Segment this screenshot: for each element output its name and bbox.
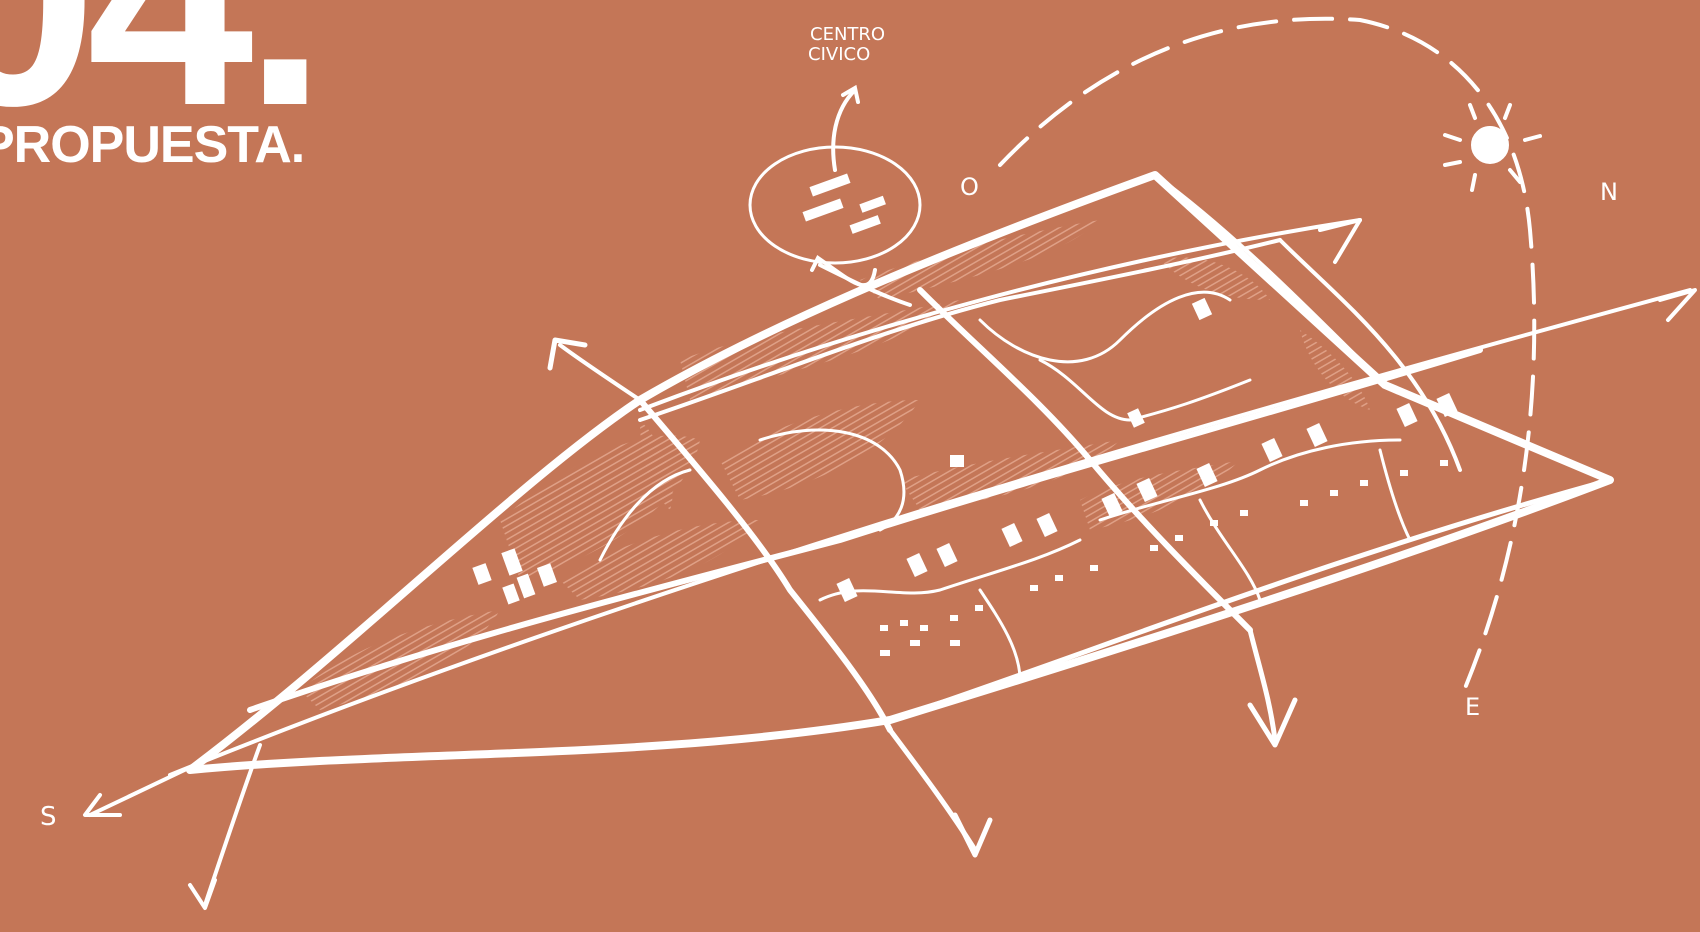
building-blocks xyxy=(472,297,1458,656)
sun-path xyxy=(998,16,1537,702)
site-outline xyxy=(186,171,1614,774)
compass-north-label: N xyxy=(1600,178,1618,206)
compass-south-label: S xyxy=(40,802,57,832)
compass-east-label: E xyxy=(1465,693,1480,721)
civic-center-label-line2: CIVICO xyxy=(808,44,870,65)
compass-west-label: O xyxy=(960,173,979,201)
section-number: 04. xyxy=(0,0,327,168)
civic-center-callout xyxy=(748,84,922,288)
sun-icon xyxy=(1443,103,1542,192)
section-title: PROPUESTA. xyxy=(0,116,305,174)
compass-axes xyxy=(83,218,1697,910)
civic-center-label-line1: CENTRO xyxy=(810,24,885,45)
